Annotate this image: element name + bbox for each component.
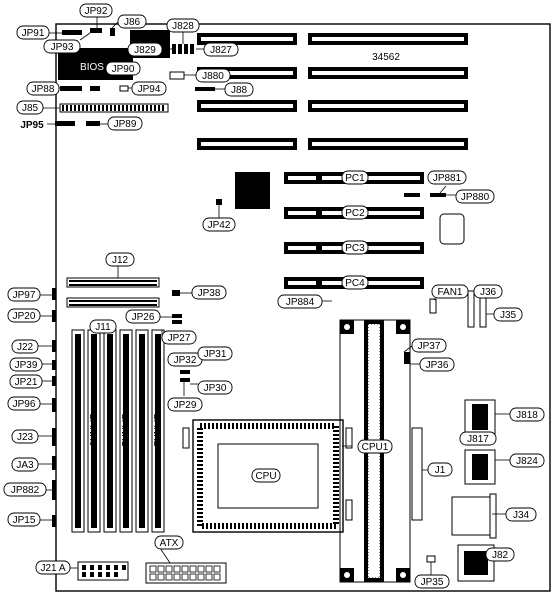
label-bios: BIOS [80, 62, 104, 73]
label-jp880: JP880 [461, 192, 490, 203]
board-number: 34562 [372, 52, 400, 63]
label-jp88: JP88 [32, 84, 55, 95]
label-jp37: JP37 [418, 341, 441, 352]
isa-slots [197, 33, 468, 150]
io-connectors [404, 290, 497, 582]
label-jp35: JP35 [421, 577, 444, 588]
label-jp20: JP20 [13, 311, 36, 322]
label-j1: J1 [435, 465, 446, 476]
label-jp882: JP882 [11, 485, 40, 496]
label-jp42: JP42 [208, 220, 231, 231]
label-jp92: JP92 [85, 6, 108, 17]
label-jp32: JP32 [174, 355, 197, 366]
label-j824: J824 [516, 456, 538, 467]
label-j22: J22 [17, 342, 34, 353]
label-jp38: JP38 [198, 288, 221, 299]
label-jp36: JP36 [426, 360, 449, 371]
label-jp27: JP27 [168, 333, 191, 344]
label-jp881: JP881 [433, 173, 462, 184]
label-j34: J34 [513, 510, 530, 521]
j21a-connector [77, 561, 129, 581]
label-j829: J829 [134, 45, 156, 56]
label-jp21: JP21 [15, 377, 38, 388]
label-jp91: JP91 [22, 28, 45, 39]
label-j35: J35 [500, 310, 517, 321]
label-j82: J82 [492, 550, 509, 561]
label-bank0: BANK0 [87, 414, 98, 447]
label-jp89: JP89 [114, 119, 137, 130]
label-ja3: JA3 [16, 460, 34, 471]
label-pc3: PC3 [345, 243, 365, 254]
label-j36: J36 [480, 287, 497, 298]
label-jp95: JP95 [20, 120, 44, 131]
label-jp29: JP29 [174, 400, 197, 411]
label-j880: J880 [202, 71, 224, 82]
label-j85: J85 [22, 103, 39, 114]
label-jp96: JP96 [13, 399, 36, 410]
label-pc4: PC4 [345, 278, 365, 289]
label-j828: J828 [172, 21, 194, 32]
label-jp15: JP15 [13, 515, 36, 526]
label-jp884: JP884 [286, 297, 315, 308]
label-jp90: JP90 [112, 64, 135, 75]
label-jp26: JP26 [132, 312, 155, 323]
label-j818: J818 [516, 410, 538, 421]
label-j88: J88 [231, 85, 248, 96]
battery [439, 213, 465, 245]
label-jp97: JP97 [13, 290, 36, 301]
label-j86: J86 [124, 17, 141, 28]
label-j12: J12 [112, 255, 129, 266]
label-bank1: BANK1 [119, 414, 130, 447]
label-jp94: JP94 [138, 84, 161, 95]
label-jp93: JP93 [51, 42, 74, 53]
ide-headers [66, 277, 160, 308]
label-jp30: JP30 [204, 383, 227, 394]
label-j11: J11 [95, 322, 111, 333]
label-j21a: J21 A [40, 563, 65, 574]
label-j817: J817 [467, 434, 489, 445]
label-j23: J23 [17, 432, 34, 443]
label-bank2: BANK2 [151, 414, 162, 447]
label-cpu1: CPU1 [362, 442, 389, 453]
label-pc1: PC1 [345, 173, 365, 184]
label-atx: ATX [160, 538, 179, 549]
label-j827: J827 [210, 45, 232, 56]
label-fan1: FAN1 [437, 287, 462, 298]
label-pc2: PC2 [345, 208, 365, 219]
label-jp39: JP39 [15, 360, 38, 371]
chipset [235, 172, 270, 209]
label-cpu: CPU [255, 471, 276, 482]
label-jp31: JP31 [204, 349, 227, 360]
